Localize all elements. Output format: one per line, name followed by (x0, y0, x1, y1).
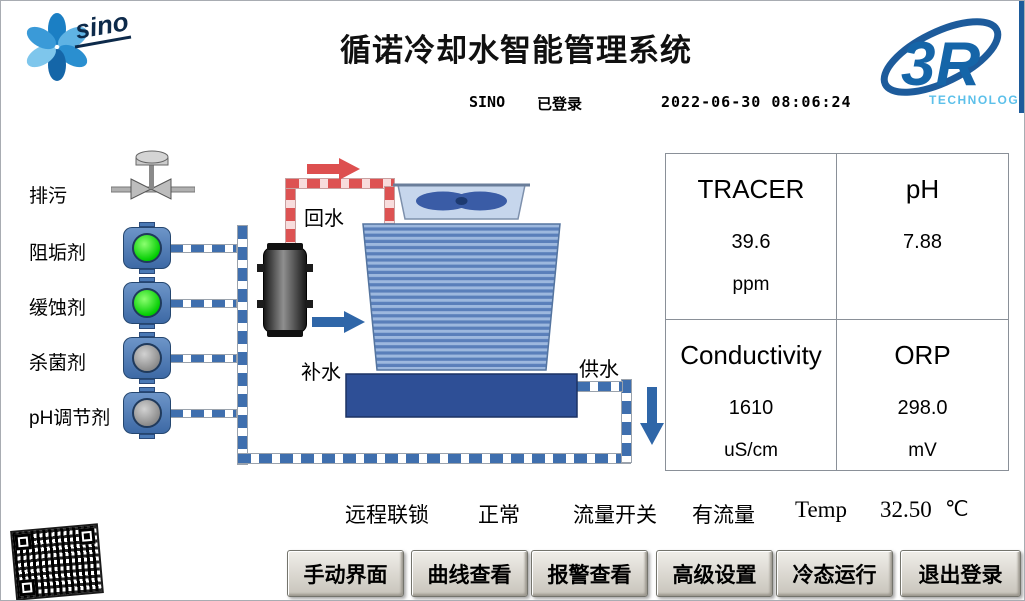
pump-corrosion-inhibitor[interactable] (123, 277, 171, 329)
cold-run-button[interactable]: 冷态运行 (776, 550, 893, 597)
3r-logo-text: 3R (901, 30, 980, 99)
3r-logo-subtext: TECHNOLOGY (929, 93, 1025, 107)
panel-cell-orp: ORP 298.0 mV (837, 320, 1008, 470)
pump-status-indicator (132, 288, 162, 318)
alarm-view-button[interactable]: 报警查看 (531, 550, 648, 597)
session-datetime: 2022-06-30 08:06:24 (661, 93, 852, 111)
tracer-value: 39.6 (731, 231, 771, 253)
session-login-status: 已登录 (537, 96, 583, 113)
ph-name: pH (905, 174, 940, 204)
pump-label-corrosion-inhibitor: 缓蚀剂 (29, 298, 87, 319)
session-username: SINO (469, 93, 506, 111)
pump-label-ph-regulator: pH调节剂 (29, 408, 111, 429)
pipe-dosing-main (237, 225, 248, 465)
pump-port-top (139, 277, 155, 282)
conductivity-value: 1610 (728, 396, 774, 419)
orp-name: ORP (894, 339, 951, 370)
advanced-settings-button[interactable]: 高级设置 (656, 550, 773, 597)
pump-port-bottom (139, 324, 155, 329)
return-flow-arrow-icon (307, 158, 360, 180)
tower-fill-body (362, 223, 561, 371)
pump-housing (123, 337, 171, 379)
pump-status-indicator (132, 343, 162, 373)
sensor-port (257, 300, 264, 308)
tracer-unit: ppm (732, 274, 770, 295)
pump-housing (123, 392, 171, 434)
temp-unit: ℃ (945, 498, 969, 521)
sensor-port (257, 264, 264, 272)
pump-housing (123, 227, 171, 269)
3r-orbit-icon (880, 18, 1002, 96)
tracer-name: TRACER (697, 174, 805, 204)
flow-switch-value: 有流量 (692, 504, 755, 527)
pump-scale-inhibitor[interactable] (123, 222, 171, 274)
pump-port-bottom (139, 379, 155, 384)
return-water-label: 回水 (304, 208, 344, 230)
interlock-value: 正常 (478, 504, 520, 527)
tower-fan-blade-icon (453, 191, 507, 211)
pump-status-indicator (132, 398, 162, 428)
temp-label: Temp (795, 497, 848, 522)
conductivity-name: Conductivity (680, 339, 822, 370)
makeup-flow-arrow-icon (312, 311, 365, 333)
sino-pinwheel-icon (26, 13, 88, 81)
pump-port-top (139, 332, 155, 337)
sensor-port (306, 300, 313, 308)
3r-technology-logo: 3R TECHNOLOGY (880, 1, 1025, 113)
orp-value: 298.0 (897, 396, 948, 419)
pump-port-top (139, 387, 155, 392)
manual-screen-button[interactable]: 手动界面 (287, 550, 404, 597)
temp-value: 32.50 (880, 497, 932, 522)
pump-housing (123, 282, 171, 324)
curve-view-button[interactable]: 曲线查看 (411, 550, 528, 597)
pump-status-indicator (132, 233, 162, 263)
tower-fan-blade-icon (416, 191, 470, 211)
pump-port-bottom (139, 434, 155, 439)
pipe-feed-scale-inhibitor (169, 244, 237, 253)
supply-water-label: 供水 (579, 359, 619, 381)
makeup-water-label: 补水 (301, 362, 341, 384)
sensor-column-flange (267, 243, 303, 250)
sensor-port (306, 264, 313, 272)
supply-flow-arrow-icon (640, 387, 664, 445)
pump-port-bottom (139, 269, 155, 274)
panel-cell-tracer: TRACER 39.6 ppm (666, 154, 837, 320)
ph-value: 7.88 (903, 231, 942, 253)
drain-label: 排污 (29, 186, 68, 207)
interlock-label: 远程联锁 (345, 504, 429, 527)
pipe-feed-corrosion-inhibitor (169, 299, 237, 308)
pipe-return-riser (285, 186, 296, 249)
sensor-column (257, 243, 313, 337)
pump-ph-regulator[interactable] (123, 387, 171, 439)
tower-basin (345, 373, 578, 418)
logout-button[interactable]: 退出登录 (900, 550, 1021, 597)
pump-biocide[interactable] (123, 332, 171, 384)
sensor-column-flange (267, 330, 303, 337)
page-title: 循诺冷却水智能管理系统 (340, 33, 692, 68)
drain-valve[interactable] (111, 145, 195, 205)
qr-code (10, 523, 104, 600)
measurement-panel: TRACER 39.6 ppm pH 7.88 Conductivity 161… (665, 153, 1009, 471)
orp-unit: mV (908, 439, 937, 461)
pump-label-biocide: 杀菌剂 (29, 353, 87, 374)
pump-label-scale-inhibitor: 阻垢剂 (29, 243, 87, 264)
pipe-feed-ph-regulator (169, 409, 237, 418)
flow-switch-label: 流量开关 (573, 504, 657, 527)
panel-cell-conductivity: Conductivity 1610 uS/cm (666, 319, 837, 470)
pipe-supply-stub (576, 381, 623, 392)
pipe-feed-biocide (169, 354, 237, 363)
pipe-supply-down (621, 379, 632, 463)
sino-logo: sino (26, 6, 132, 81)
cooling-tower (345, 183, 578, 418)
pipe-bottom-loop (237, 453, 631, 464)
pump-port-top (139, 222, 155, 227)
panel-cell-ph: pH 7.88 (837, 154, 1008, 320)
conductivity-unit: uS/cm (724, 439, 778, 461)
